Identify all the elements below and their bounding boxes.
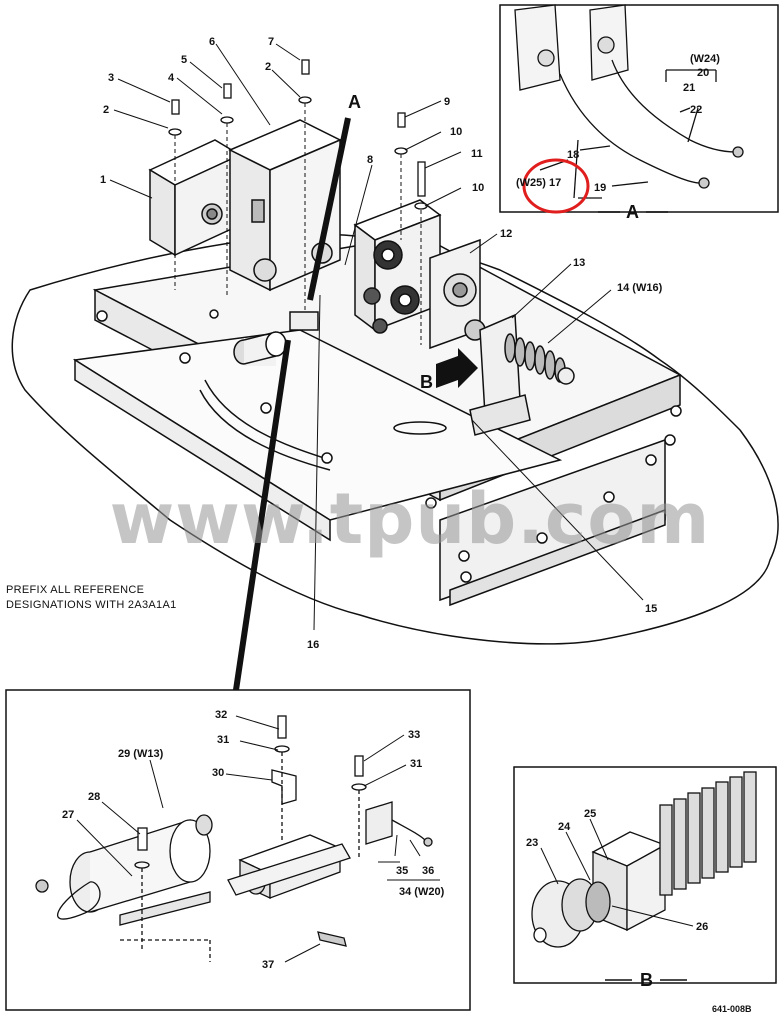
callout-7: 7 bbox=[268, 36, 274, 48]
callout-27: 27 bbox=[62, 809, 74, 821]
detail-motor-leaders bbox=[76, 715, 440, 963]
callout-24: 24 bbox=[558, 821, 571, 833]
callout-29: 29 (W13) bbox=[118, 748, 164, 760]
callout-31: 31 bbox=[217, 734, 229, 746]
view-b-arrow bbox=[436, 348, 478, 388]
callout-16: 16 bbox=[307, 639, 319, 651]
callout-11: 11 bbox=[471, 148, 483, 160]
callout-21: 21 bbox=[683, 82, 695, 94]
callout-6: 6 bbox=[209, 36, 215, 48]
detail-pointers bbox=[233, 117, 351, 691]
callout-10b: 10 bbox=[472, 182, 484, 194]
drive-motor bbox=[233, 311, 319, 366]
callout-28: 28 bbox=[88, 791, 100, 803]
relay-6 bbox=[228, 119, 342, 292]
leader-lines bbox=[109, 43, 644, 631]
callout-3: 3 bbox=[108, 72, 114, 84]
reference-note: PREFIX ALL REFERENCE DESIGNATIONS WITH 2… bbox=[6, 583, 177, 613]
callout-26: 26 bbox=[696, 921, 708, 933]
callout-8: 8 bbox=[367, 154, 373, 166]
gear-assembly bbox=[353, 199, 442, 334]
view-a-label-inset: A bbox=[626, 202, 639, 222]
callout-32: 32 bbox=[215, 709, 227, 721]
callout-31b: 31 bbox=[410, 758, 422, 770]
callout-17: (W25) 17 bbox=[516, 177, 561, 189]
callout-30: 30 bbox=[212, 767, 224, 779]
callout-19: 19 bbox=[594, 182, 606, 194]
callout-15: 15 bbox=[645, 603, 657, 615]
callout-12: 12 bbox=[500, 228, 512, 240]
callout-2: 2 bbox=[103, 104, 109, 116]
callout-1: 1 bbox=[100, 174, 106, 186]
callout-23: 23 bbox=[526, 837, 538, 849]
callout-w24: (W24) bbox=[690, 53, 720, 65]
detail-motor-frame bbox=[5, 689, 471, 1011]
callout-14: 14 (W16) bbox=[617, 282, 663, 294]
explosion-lines bbox=[174, 103, 422, 345]
callout-13: 13 bbox=[573, 257, 585, 269]
gear-box-12 bbox=[429, 238, 486, 350]
callout-5: 5 bbox=[181, 54, 187, 66]
callout-9: 9 bbox=[444, 96, 450, 108]
callout-4: 4 bbox=[168, 72, 175, 84]
callout-37: 37 bbox=[262, 959, 274, 971]
callout-labels: 1 2 3 4 5 6 7 2 8 9 10 11 10 12 13 14 (W… bbox=[62, 36, 720, 990]
exploded-screws bbox=[168, 59, 428, 210]
detail-b-drawing bbox=[531, 771, 757, 948]
callout-22: 22 bbox=[690, 104, 702, 116]
figure-code: 641-008B bbox=[712, 1004, 752, 1014]
worm-gear-bracket bbox=[469, 313, 575, 436]
callout-34: 34 (W20) bbox=[399, 886, 445, 898]
relay-1 bbox=[148, 139, 242, 257]
detail-b-leaders bbox=[540, 818, 694, 927]
callout-10: 10 bbox=[450, 126, 462, 138]
callout-18: 18 bbox=[567, 149, 579, 161]
view-b-label-inset: B bbox=[640, 970, 653, 990]
highlight-circle bbox=[522, 158, 590, 214]
view-a-label-main: A bbox=[348, 92, 361, 112]
reference-note-line-1: PREFIX ALL REFERENCE bbox=[6, 584, 145, 596]
callout-25: 25 bbox=[584, 808, 596, 820]
base-screws bbox=[96, 309, 682, 583]
callout-33: 33 bbox=[408, 729, 420, 741]
callout-36: 36 bbox=[422, 865, 434, 877]
view-label-dashes bbox=[598, 211, 687, 981]
reference-note-line-2: DESIGNATIONS WITH 2A3A1A1 bbox=[6, 599, 177, 611]
detail-motor-drawing bbox=[35, 715, 433, 962]
callout-20: 20 bbox=[697, 67, 709, 79]
callout-35: 35 bbox=[396, 865, 408, 877]
view-b-label-main: B bbox=[420, 372, 433, 392]
callout-2b: 2 bbox=[265, 61, 271, 73]
detail-a-drawing bbox=[514, 4, 744, 199]
